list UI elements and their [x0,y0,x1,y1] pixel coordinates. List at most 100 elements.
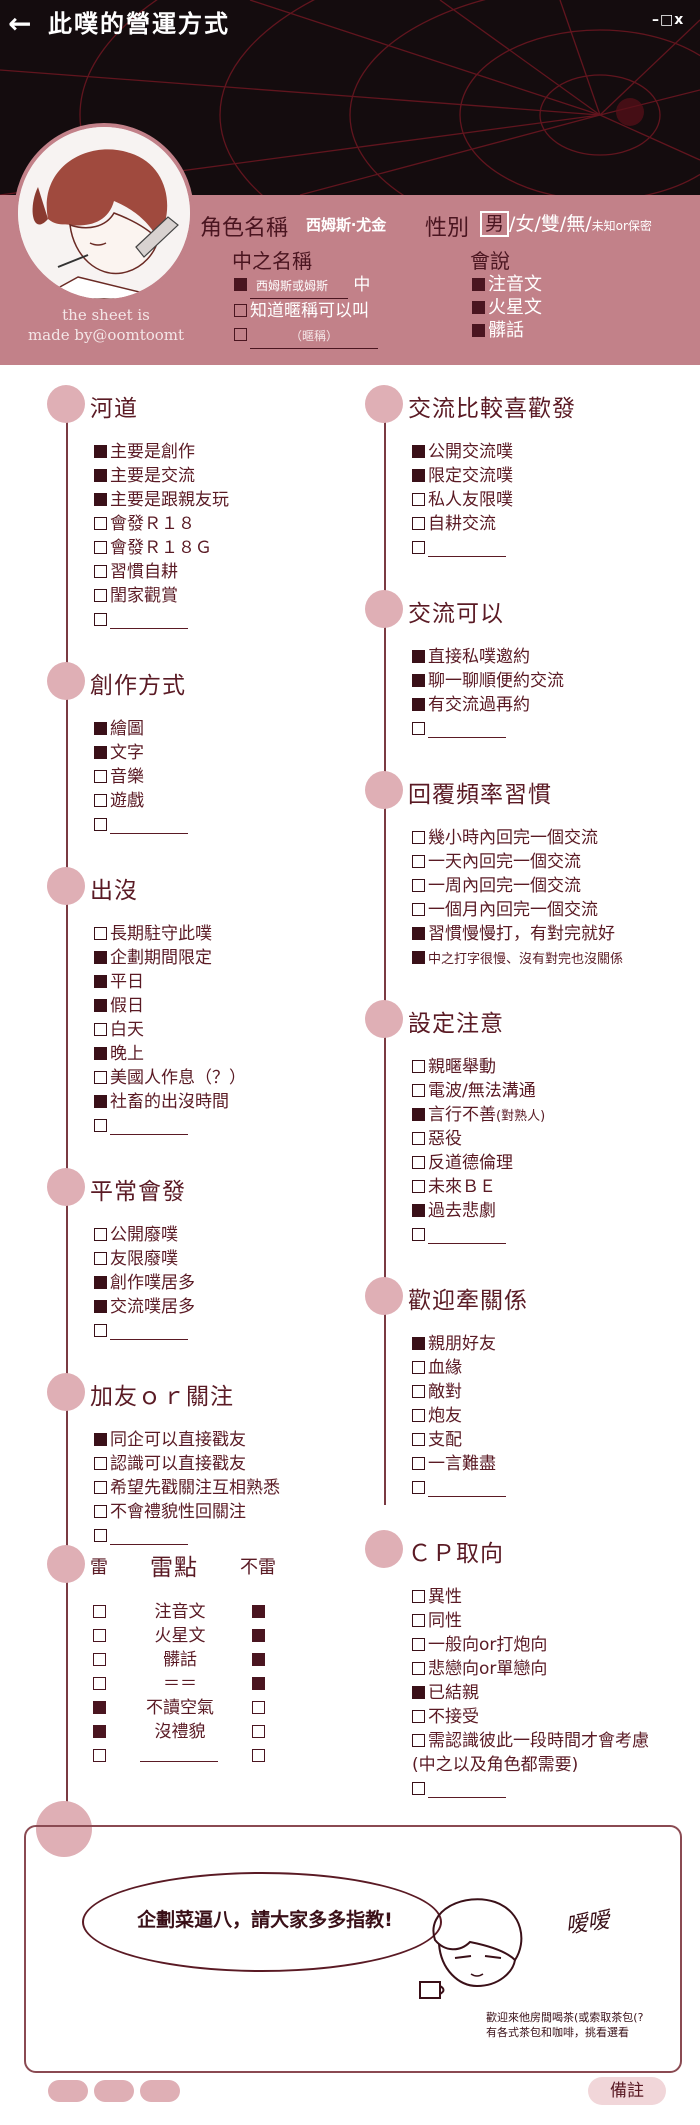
page-dot-1[interactable] [48,2080,88,2102]
checkbox-icon[interactable] [412,1710,425,1723]
checkbox-icon[interactable] [412,855,425,868]
thunder-checkbox-icon[interactable] [93,1749,106,1762]
checkbox-icon[interactable] [94,818,107,831]
page-dot-3[interactable] [140,2080,180,2102]
checkbox-icon[interactable] [94,445,107,458]
checklist-item[interactable]: 已結親 [412,1681,479,1705]
checklist-item[interactable]: 會發Ｒ１８Ｇ [94,536,212,560]
checklist-item[interactable]: 繪圖 [94,717,144,741]
checkbox-icon[interactable] [412,1662,425,1675]
thunder-checkbox-icon[interactable] [93,1677,106,1690]
not-thunder-checkbox-icon[interactable] [252,1677,265,1690]
checkbox-icon[interactable] [412,722,425,735]
checklist-item[interactable]: 長期駐守此噗 [94,922,212,946]
checkbox-icon[interactable] [94,517,107,530]
not-thunder-checkbox-icon[interactable] [252,1605,265,1618]
checklist-item[interactable]: 假日 [94,994,144,1018]
checkbox-icon[interactable] [412,1060,425,1073]
checkbox-icon[interactable] [94,951,107,964]
checklist-item[interactable]: 一個月內回完一個交流 [412,898,598,922]
alias-item-3[interactable]: （暱稱） [234,323,378,349]
checkbox-icon[interactable] [94,927,107,940]
checkbox-icon[interactable] [412,445,425,458]
speak-item[interactable]: 注音文 [472,273,542,296]
checkbox-icon[interactable] [94,1252,107,1265]
not-thunder-checkbox-icon[interactable] [252,1629,265,1642]
not-thunder-checkbox-icon[interactable] [252,1701,265,1714]
checklist-item[interactable]: 友限廢噗 [94,1247,178,1271]
checkbox-icon[interactable] [234,328,247,341]
checkbox-icon[interactable] [94,1505,107,1518]
checkbox-icon[interactable] [94,565,107,578]
checklist-item[interactable]: 異性 [412,1585,462,1609]
checklist-item[interactable]: 交流噗居多 [94,1295,195,1319]
checkbox-icon[interactable] [412,1782,425,1795]
checklist-item[interactable]: 敵對 [412,1380,462,1404]
checklist-item[interactable] [94,608,188,632]
blank-line[interactable] [110,818,188,834]
checkbox-icon[interactable] [412,951,425,964]
checkbox-icon[interactable] [412,1433,425,1446]
checklist-item[interactable]: 白天 [94,1018,144,1042]
checklist-item[interactable]: 直接私噗邀約 [412,645,530,669]
checklist-item[interactable]: 炮友 [412,1404,462,1428]
back-arrow-icon[interactable]: ← [8,7,32,40]
checkbox-icon[interactable] [94,975,107,988]
checklist-item[interactable]: 支配 [412,1428,462,1452]
thunder-checkbox-icon[interactable] [93,1605,106,1618]
checklist-item[interactable]: 言行不善(對熟人) [412,1103,545,1129]
checkbox-icon[interactable] [94,469,107,482]
speak-item[interactable]: 髒話 [472,319,542,342]
checkbox-icon[interactable] [94,1047,107,1060]
checkbox-icon[interactable] [94,1023,107,1036]
checkbox-icon[interactable] [412,1108,425,1121]
checkbox-icon[interactable] [234,304,247,317]
checkbox-icon[interactable] [234,278,247,291]
checklist-item[interactable]: 幾小時內回完一個交流 [412,826,598,850]
blank-line[interactable] [428,722,506,738]
checkbox-icon[interactable] [94,1228,107,1241]
checkbox-icon[interactable] [94,1300,107,1313]
checklist-item[interactable]: 主要是交流 [94,464,195,488]
checklist-item[interactable]: 聊一聊順便約交流 [412,669,564,693]
checkbox-icon[interactable] [412,879,425,892]
checkbox-icon[interactable] [412,1156,425,1169]
checklist-item[interactable]: 同性 [412,1609,462,1633]
checkbox-icon[interactable] [412,650,425,663]
checklist-item[interactable]: 需認識彼此一段時間才會考慮 [412,1729,649,1753]
checkbox-icon[interactable] [412,927,425,940]
checkbox-icon[interactable] [472,301,485,314]
checklist-item[interactable]: 一言難盡 [412,1452,496,1476]
checkbox-icon[interactable] [412,1132,425,1145]
checkbox-icon[interactable] [94,746,107,759]
checkbox-icon[interactable] [412,1409,425,1422]
checklist-item[interactable]: 美國人作息（？） [94,1066,246,1090]
checkbox-icon[interactable] [94,1276,107,1289]
checklist-item[interactable]: 認識可以直接戳友 [94,1452,246,1476]
checklist-item[interactable]: 會發Ｒ１８ [94,512,195,536]
checklist-item[interactable]: 過去悲劇 [412,1199,496,1223]
checkbox-icon[interactable] [412,469,425,482]
checklist-item[interactable] [412,1476,506,1500]
blank-line[interactable] [428,1782,506,1798]
speak-item[interactable]: 火星文 [472,296,542,319]
blank-line[interactable] [110,1324,188,1340]
checklist-item[interactable]: 社畜的出沒時間 [94,1090,229,1114]
gender-rest[interactable]: /女/雙/無/ [509,213,592,235]
checkbox-icon[interactable] [412,1385,425,1398]
checkbox-icon[interactable] [412,1204,425,1217]
checkbox-icon[interactable] [94,1119,107,1132]
checklist-item[interactable]: 創作噗居多 [94,1271,195,1295]
checkbox-icon[interactable] [412,698,425,711]
checkbox-icon[interactable] [412,903,425,916]
checkbox-icon[interactable] [412,1638,425,1651]
checklist-item[interactable] [412,536,506,560]
checkbox-icon[interactable] [472,278,485,291]
checklist-item[interactable]: 有交流過再約 [412,693,530,717]
checkbox-icon[interactable] [472,324,485,337]
checkbox-icon[interactable] [412,1228,425,1241]
checklist-item[interactable]: 習慣自耕 [94,560,178,584]
blank-line[interactable] [110,1529,188,1545]
checklist-item[interactable]: 公開廢噗 [94,1223,178,1247]
alias-item-2[interactable]: 知道暱稱可以叫 [234,299,378,323]
